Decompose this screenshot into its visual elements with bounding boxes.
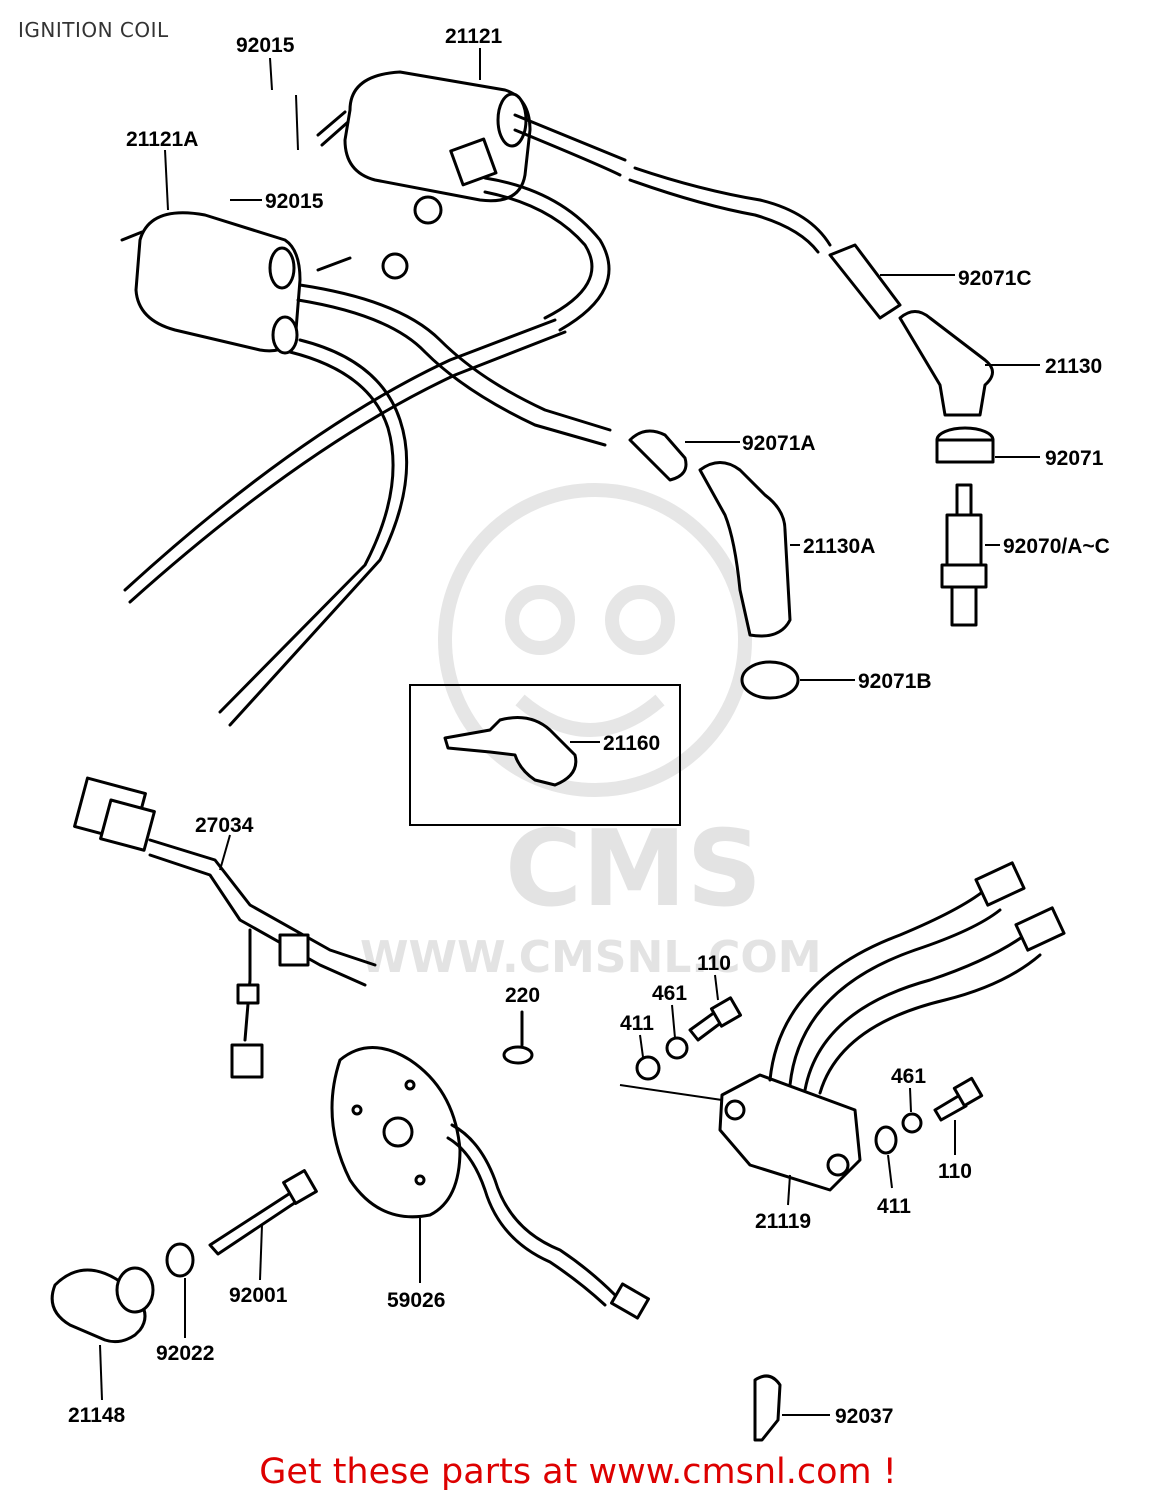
ignition-coil-21121	[316, 70, 627, 332]
label-92071: 92071	[1045, 447, 1104, 470]
label-110-right: 110	[938, 1160, 972, 1183]
spark-plug-92070	[940, 483, 988, 627]
washer-92022	[165, 1242, 195, 1278]
label-21121: 21121	[445, 25, 503, 48]
seal-92071-body	[935, 438, 995, 464]
inset-21160	[409, 684, 681, 826]
plug-cap-21130a	[698, 461, 792, 638]
ignition-coil-21121a	[120, 211, 409, 355]
seal-92071b	[740, 660, 800, 700]
label-92071a: 92071A	[742, 432, 816, 455]
label-411-right: 411	[877, 1195, 911, 1218]
label-21160: 21160	[603, 732, 660, 755]
watermark-url: WWW.CMSNL.COM	[360, 932, 822, 983]
label-92015-top: 92015	[236, 34, 295, 57]
bolt-110-right	[933, 1076, 984, 1122]
label-21130a: 21130A	[803, 535, 875, 558]
bolt-92001	[208, 1169, 318, 1256]
label-59026: 59026	[387, 1289, 445, 1312]
label-21148: 21148	[68, 1404, 126, 1427]
washer-461-left	[665, 1036, 689, 1060]
washer-411-left	[635, 1055, 661, 1081]
clamp-92037	[753, 1374, 782, 1442]
label-21130: 21130	[1045, 355, 1102, 378]
ignitor-21119	[718, 861, 1066, 1192]
footer-link-text[interactable]: Get these parts at www.cmsnl.com !	[259, 1452, 897, 1492]
page-title: IGNITION COIL	[18, 18, 169, 42]
part-labels: 92015 21121 21121A 92015 92071C 21130 92…	[68, 25, 1110, 1428]
label-92022: 92022	[156, 1342, 214, 1365]
washer-411-right	[874, 1125, 898, 1155]
label-27034: 27034	[195, 814, 254, 837]
plug-cap-92071c	[828, 243, 994, 417]
label-92015-mid: 92015	[265, 190, 324, 213]
rotor-21148	[50, 1266, 155, 1344]
label-92001: 92001	[229, 1284, 288, 1307]
bolt-110-left	[688, 996, 743, 1042]
label-461-right: 461	[891, 1065, 926, 1088]
wiring-harness-27034	[73, 776, 377, 1079]
label-21121a: 21121A	[126, 128, 198, 151]
label-21119: 21119	[755, 1210, 811, 1233]
ht-lead-long	[123, 283, 612, 727]
watermark-logo-text: CMS	[505, 808, 762, 930]
label-92037: 92037	[835, 1405, 893, 1428]
label-92071c: 92071C	[958, 267, 1032, 290]
plug-cap-92071a	[628, 429, 688, 482]
label-92071b: 92071B	[858, 670, 932, 693]
ht-lead-upper-right	[628, 166, 832, 254]
label-220: 220	[505, 984, 540, 1007]
watermark-logo: CMS WWW.CMSNL.COM	[360, 483, 822, 983]
label-110-left: 110	[697, 952, 731, 975]
leader-lines	[99, 48, 1040, 1416]
screw-220	[502, 1010, 534, 1065]
label-461-left: 461	[652, 982, 687, 1005]
label-92070: 92070/A~C	[1003, 535, 1110, 558]
pickup-coil-59026	[330, 1046, 650, 1320]
label-411-left: 411	[620, 1012, 654, 1035]
washer-461-right	[901, 1112, 923, 1134]
